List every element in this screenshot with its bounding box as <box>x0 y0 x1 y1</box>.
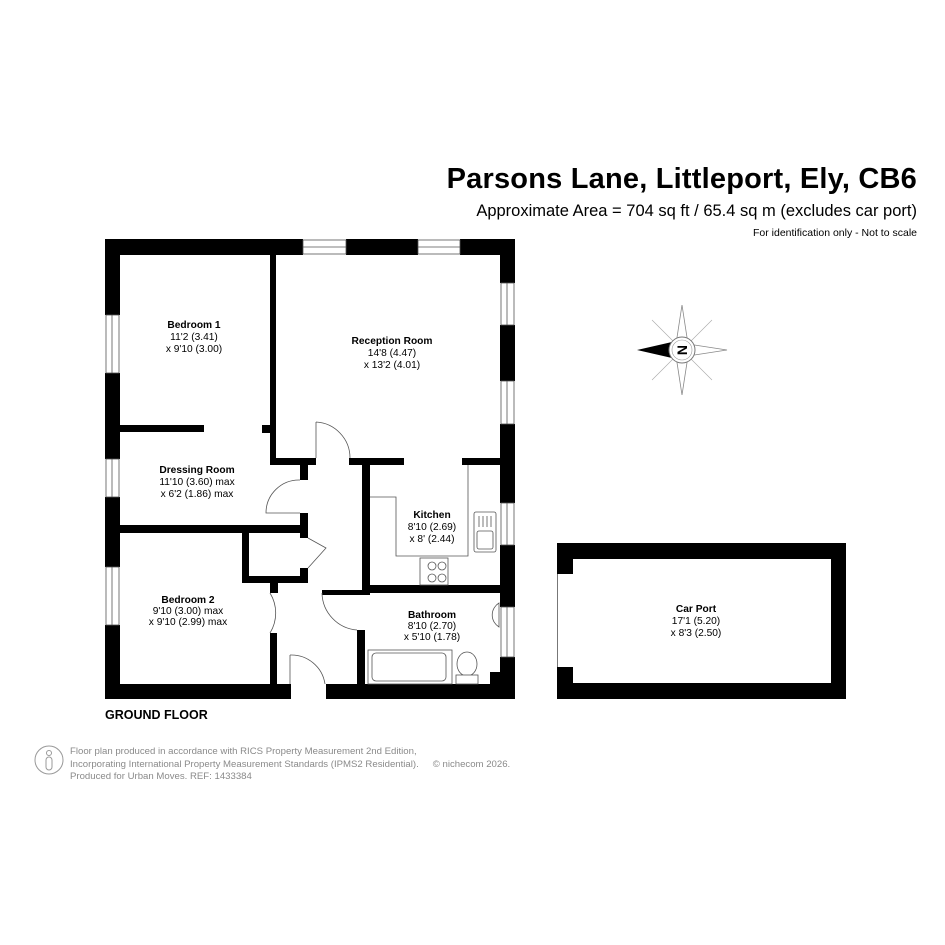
walls <box>105 239 515 699</box>
svg-text:Kitchen: Kitchen <box>413 510 450 521</box>
windows <box>105 239 515 658</box>
room-label-kitchen: Kitchen 8'10 (2.69) x 8' (2.44) <box>408 510 456 545</box>
floor-label: GROUND FLOOR <box>105 708 208 722</box>
room-label-carport: Car Port 17'1 (5.20) x 8'3 (2.50) <box>671 604 722 639</box>
doors <box>265 421 358 685</box>
svg-text:x 5'10 (1.78): x 5'10 (1.78) <box>404 632 460 643</box>
svg-text:8'10 (2.69): 8'10 (2.69) <box>408 522 456 533</box>
svg-text:Reception Room: Reception Room <box>352 336 433 347</box>
compass-rose-icon: N <box>637 304 728 396</box>
fixtures <box>367 465 500 685</box>
svg-text:x 9'10 (2.99) max: x 9'10 (2.99) max <box>149 617 227 628</box>
svg-text:x 6'2 (1.86) max: x 6'2 (1.86) max <box>161 489 234 500</box>
room-label-bathroom: Bathroom 8'10 (2.70) x 5'10 (1.78) <box>404 610 460 643</box>
car-port-structure <box>557 543 846 699</box>
scale-disclaimer: For identification only - Not to scale <box>753 227 917 239</box>
svg-text:Bathroom: Bathroom <box>408 610 456 621</box>
svg-text:17'1 (5.20): 17'1 (5.20) <box>672 616 720 627</box>
svg-text:11'2 (3.41): 11'2 (3.41) <box>170 332 218 343</box>
room-label-reception: Reception Room 14'8 (4.47) x 13'2 (4.01) <box>352 336 433 371</box>
footer-line-3: Produced for Urban Moves. REF: 1433384 <box>70 771 252 782</box>
svg-text:Bedroom 2: Bedroom 2 <box>161 595 215 606</box>
svg-text:Bedroom 1: Bedroom 1 <box>167 320 221 331</box>
toilet-icon <box>456 651 478 677</box>
footer-notes: Floor plan produced in accordance with R… <box>70 746 510 784</box>
svg-text:14'8 (4.47): 14'8 (4.47) <box>368 348 416 359</box>
footer-line-1: Floor plan produced in accordance with R… <box>70 746 417 757</box>
property-title: Parsons Lane, Littleport, Ely, CB6 <box>446 163 917 195</box>
svg-text:x 9'10 (3.00): x 9'10 (3.00) <box>166 344 222 355</box>
basin-icon <box>491 602 500 628</box>
svg-text:8'10 (2.70): 8'10 (2.70) <box>408 621 456 632</box>
person-icon <box>34 745 64 775</box>
svg-text:9'10 (3.00) max: 9'10 (3.00) max <box>153 606 223 617</box>
svg-text:x 8'3 (2.50): x 8'3 (2.50) <box>671 628 722 639</box>
room-label-dressing: Dressing Room 11'10 (3.60) max x 6'2 (1.… <box>159 465 234 500</box>
svg-text:Car Port: Car Port <box>676 604 717 615</box>
svg-text:x 8' (2.44): x 8' (2.44) <box>410 534 455 545</box>
svg-text:11'10 (3.60) max: 11'10 (3.60) max <box>159 477 234 488</box>
copyright: © nichecom 2026. <box>432 758 511 770</box>
svg-text:x 13'2 (4.01): x 13'2 (4.01) <box>364 360 420 371</box>
area-summary: Approximate Area = 704 sq ft / 65.4 sq m… <box>476 202 917 220</box>
room-label-bedroom1: Bedroom 1 11'2 (3.41) x 9'10 (3.00) <box>166 320 222 355</box>
svg-text:Dressing Room: Dressing Room <box>159 465 234 476</box>
compass-north-label: N <box>674 345 690 355</box>
room-label-bedroom2: Bedroom 2 9'10 (3.00) max x 9'10 (2.99) … <box>149 595 227 628</box>
footer-line-2: Incorporating International Property Mea… <box>70 758 419 770</box>
